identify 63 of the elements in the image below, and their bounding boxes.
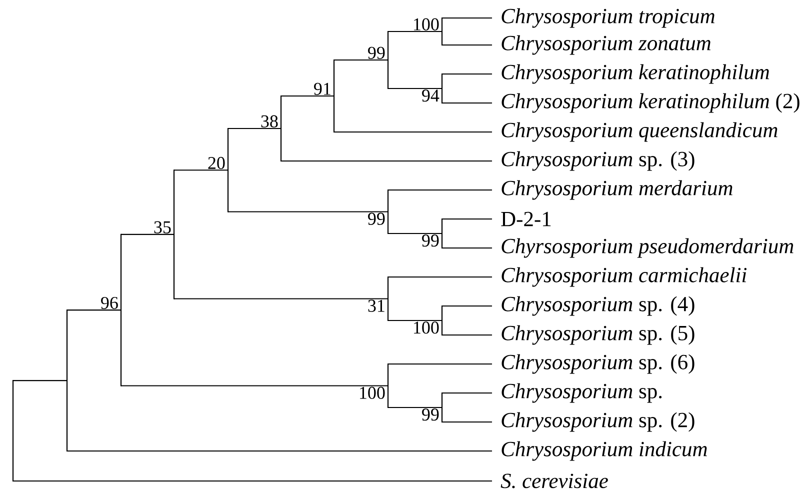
branch-line [388, 232, 442, 234]
taxon-label: Chyrsosporium pseudomerdarium [502, 238, 794, 258]
taxon-label: Chrysosporium sp. (6) [502, 354, 694, 374]
branch-line [281, 160, 492, 162]
branch-line [67, 450, 492, 452]
taxon-label: Chrysosporium sp. (4) [502, 296, 694, 316]
taxon-label: Chrysosporium sp. (2) [502, 412, 694, 432]
branch-line [442, 247, 492, 249]
branch-line [67, 310, 121, 311]
branch-line [121, 385, 388, 386]
branch-line [388, 30, 442, 32]
branch-line [442, 73, 492, 75]
branch-line [388, 363, 492, 365]
branch-line [13, 380, 67, 382]
bootstrap-value: 100 [414, 18, 439, 30]
bootstrap-value: 99 [368, 212, 385, 225]
taxon-label: Chrysosporium queenslandicum [502, 122, 778, 142]
bootstrap-value: 20 [208, 156, 225, 170]
bootstrap-value: 99 [422, 408, 439, 421]
taxon-label: Chrysosporium sp. [502, 383, 662, 403]
taxon-label: Chrysosporium indicum [502, 441, 707, 461]
branch-line [442, 305, 492, 307]
branch-line [388, 189, 492, 191]
taxon-label: Chrysosporium tropicum [502, 8, 714, 28]
branch-line [442, 102, 492, 104]
bootstrap-value: 38 [261, 115, 278, 128]
branch-line [442, 392, 492, 394]
bootstrap-value: 100 [414, 322, 439, 334]
branch-line [281, 95, 334, 97]
taxon-label: Chrysosporium sp. (5) [502, 325, 694, 345]
bootstrap-value: 96 [101, 296, 118, 310]
bootstrap-value: 35 [154, 221, 171, 234]
branch-line [174, 170, 228, 171]
taxon-label: Chrysosporium keratinophilum [502, 64, 769, 84]
taxon-label: Chrysosporium merdarium [502, 180, 732, 200]
branch-line [442, 17, 492, 19]
bootstrap-value: 99 [368, 46, 385, 59]
branch-line [13, 480, 492, 482]
taxon-label: Chrysosporium zonatum [502, 35, 710, 55]
branch-line [388, 406, 442, 408]
bootstrap-value: 99 [422, 234, 439, 247]
branch-line [334, 59, 388, 61]
taxon-label: Chrysosporium keratinophilum (2) [502, 93, 800, 113]
branch-line [388, 276, 492, 278]
branch-line [442, 334, 492, 336]
bootstrap-value: 91 [314, 82, 330, 95]
branch-line [121, 234, 174, 235]
branch-line [334, 131, 492, 133]
taxon-label: D-2-1 [501, 212, 551, 226]
branch-line [442, 421, 492, 423]
bootstrap-value: 100 [360, 386, 385, 399]
branch-line [388, 88, 442, 90]
taxon-label: Chrysosporium sp. (3) [502, 151, 694, 171]
branch-line [442, 218, 492, 220]
taxon-label: S. cerevisiae [500, 474, 608, 488]
taxon-label: Chrysosporium carmichaelii [502, 267, 747, 287]
branch-line [388, 320, 442, 322]
branch-line [228, 128, 281, 130]
branch-line [174, 298, 388, 300]
branch-line [228, 211, 388, 212]
bootstrap-value: 94 [422, 90, 440, 102]
bootstrap-value: 31 [368, 300, 384, 312]
branch-line [442, 44, 492, 46]
